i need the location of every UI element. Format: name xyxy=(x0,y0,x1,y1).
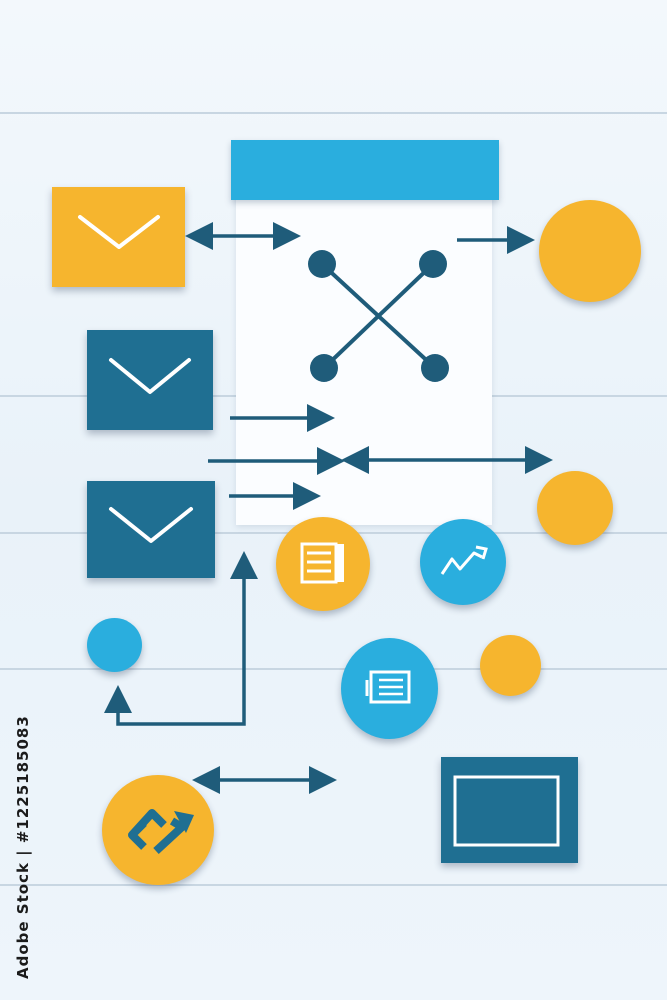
document-icon xyxy=(365,670,411,704)
refresh-arrow-icon xyxy=(128,809,194,854)
circle-yellow xyxy=(537,471,613,545)
circle-yellow-large xyxy=(539,200,641,302)
stock-id-text: Adobe Stock | #1225185083 xyxy=(14,715,32,979)
network-icon xyxy=(308,250,449,382)
envelope-card-teal xyxy=(87,330,213,430)
chart-circle-blue xyxy=(420,519,506,605)
frame-icon xyxy=(453,775,560,847)
envelope-icon xyxy=(109,507,193,543)
elbow-arrow xyxy=(104,551,258,726)
circle-yellow-small xyxy=(480,635,541,696)
document-icon xyxy=(300,542,344,584)
trend-chart-icon xyxy=(440,545,488,575)
frame-card-teal xyxy=(441,757,578,863)
refresh-circle-yellow xyxy=(102,775,214,885)
header-bar xyxy=(231,140,499,200)
document-circle-blue xyxy=(341,638,438,739)
plank-seam xyxy=(0,668,667,670)
envelope-icon xyxy=(78,215,160,249)
stock-id-watermark: Adobe Stock | #1225185083 xyxy=(8,715,38,985)
plank-seam xyxy=(0,112,667,114)
document-circle-yellow xyxy=(276,517,370,611)
plank-seam xyxy=(0,884,667,886)
envelope-card-yellow xyxy=(52,187,185,287)
envelope-icon xyxy=(109,358,191,394)
